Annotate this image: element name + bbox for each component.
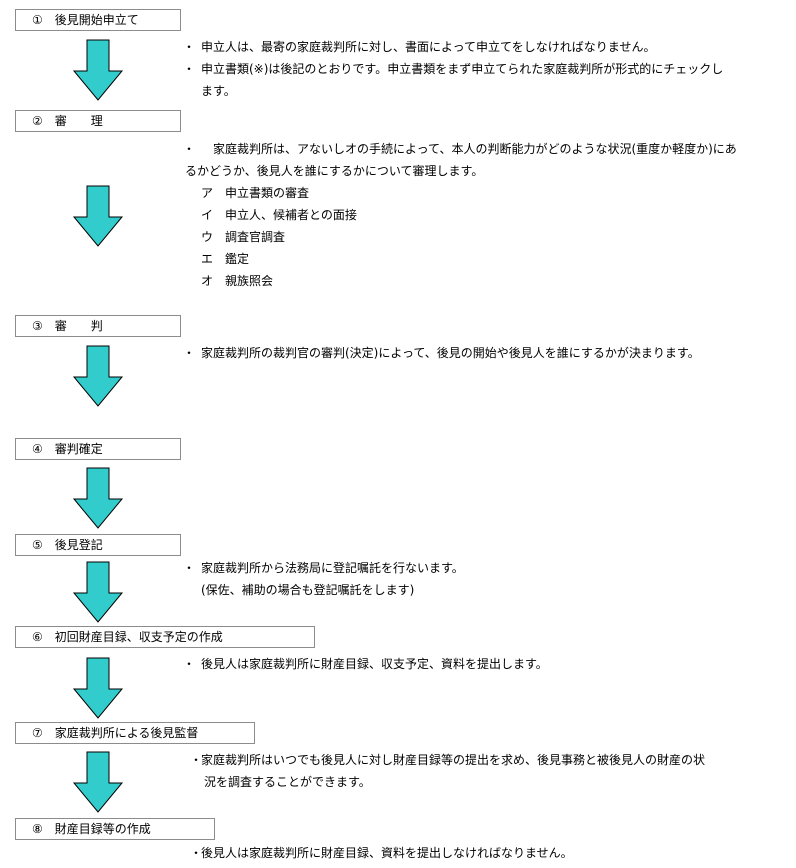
note-supervision-1: 家庭裁判所はいつでも後見人に対し財産目録等の提出を求め、後見事務と被後見人の財産… xyxy=(201,753,706,767)
review-item-e: エ 鑑定 xyxy=(201,252,250,266)
step-1-box: ① 後見開始申立て xyxy=(15,9,181,31)
step-1-notes: ・申立人は、最寄の家庭裁判所に対し、書面によって申立てをしなければなりません。 … xyxy=(183,36,793,102)
note-inventory: 後見人は家庭裁判所に財産目録、収支予定、資料を提出します。 xyxy=(201,657,548,671)
note-application: 申立人は、最寄の家庭裁判所に対し、書面によって申立てをしなければなりません。 xyxy=(201,40,656,54)
note-documents: 申立書類(※)は後記のとおりです。申立書類をまず申立てられた家庭裁判所が形式的に… xyxy=(201,62,724,76)
step-3-box: ③ 審 判 xyxy=(15,315,181,337)
step-7-label: ⑦ 家庭裁判所による後見監督 xyxy=(32,726,199,740)
note-registration: 家庭裁判所から法務局に登記嘱託を行ないます。 xyxy=(201,561,464,575)
down-arrow-icon xyxy=(72,39,124,101)
down-arrow-icon xyxy=(72,185,124,247)
down-arrow-icon xyxy=(72,751,124,813)
down-arrow-icon xyxy=(72,345,124,407)
review-item-a: ア 申立書類の審査 xyxy=(201,186,310,200)
note-registration-cont: (保佐、補助の場合も登記嘱託をします) xyxy=(201,583,415,597)
review-item-o: オ 親族照会 xyxy=(201,274,274,288)
step-2-notes: ・ 家庭裁判所は、アないしオの手続によって、本人の判断能力がどのような状況(重度… xyxy=(183,138,793,292)
step-3-notes: ・家庭裁判所の裁判官の審判(決定)によって、後見の開始や後見人を誰にするかが決ま… xyxy=(183,346,700,360)
step-5-notes: ・家庭裁判所から法務局に登記嘱託を行ないます。 (保佐、補助の場合も登記嘱託をし… xyxy=(183,557,793,601)
step-2-box: ② 審 理 xyxy=(15,110,181,132)
step-6-box: ⑥ 初回財産目録、収支予定の作成 xyxy=(15,626,315,648)
step-6-label: ⑥ 初回財産目録、収支予定の作成 xyxy=(32,630,223,644)
step-8-box: ⑧ 財産目録等の作成 xyxy=(15,818,215,840)
note-submit: 後見人は家庭裁判所に財産目録、資料を提出しなければなりません。 xyxy=(201,846,573,860)
step-1-label: ① 後見開始申立て xyxy=(32,13,139,27)
step-3-label: ③ 審 判 xyxy=(32,319,103,333)
step-6-notes: ・後見人は家庭裁判所に財産目録、収支予定、資料を提出します。 xyxy=(183,657,548,671)
down-arrow-icon xyxy=(72,657,124,719)
step-5-label: ⑤ 後見登記 xyxy=(32,538,103,552)
note-review-2: るかどうか、後見人を誰にするかについて審理します。 xyxy=(185,164,484,178)
step-4-label: ④ 審判確定 xyxy=(32,442,103,456)
step-4-box: ④ 審判確定 xyxy=(15,438,181,460)
step-5-box: ⑤ 後見登記 xyxy=(15,534,181,556)
step-7-box: ⑦ 家庭裁判所による後見監督 xyxy=(15,722,255,744)
note-documents-cont: ます。 xyxy=(201,84,236,98)
down-arrow-icon xyxy=(72,467,124,529)
note-supervision-2: 況を調査することができます。 xyxy=(204,775,371,789)
step-7-notes: ・家庭裁判所はいつでも後見人に対し財産目録等の提出を求め、後見事務と被後見人の財… xyxy=(190,749,794,793)
review-item-i: イ 申立人、候補者との面接 xyxy=(201,208,357,222)
step-2-label: ② 審 理 xyxy=(32,114,103,128)
note-review-1: 家庭裁判所は、アないしオの手続によって、本人の判断能力がどのような状況(重度か軽… xyxy=(201,142,737,156)
down-arrow-icon xyxy=(72,561,124,623)
review-item-u: ウ 調査官調査 xyxy=(201,230,286,244)
step-8-label: ⑧ 財産目録等の作成 xyxy=(32,822,151,836)
step-8-notes: ・後見人は家庭裁判所に財産目録、資料を提出しなければなりません。 xyxy=(190,846,573,860)
note-judgment: 家庭裁判所の裁判官の審判(決定)によって、後見の開始や後見人を誰にするかが決まり… xyxy=(201,346,700,360)
